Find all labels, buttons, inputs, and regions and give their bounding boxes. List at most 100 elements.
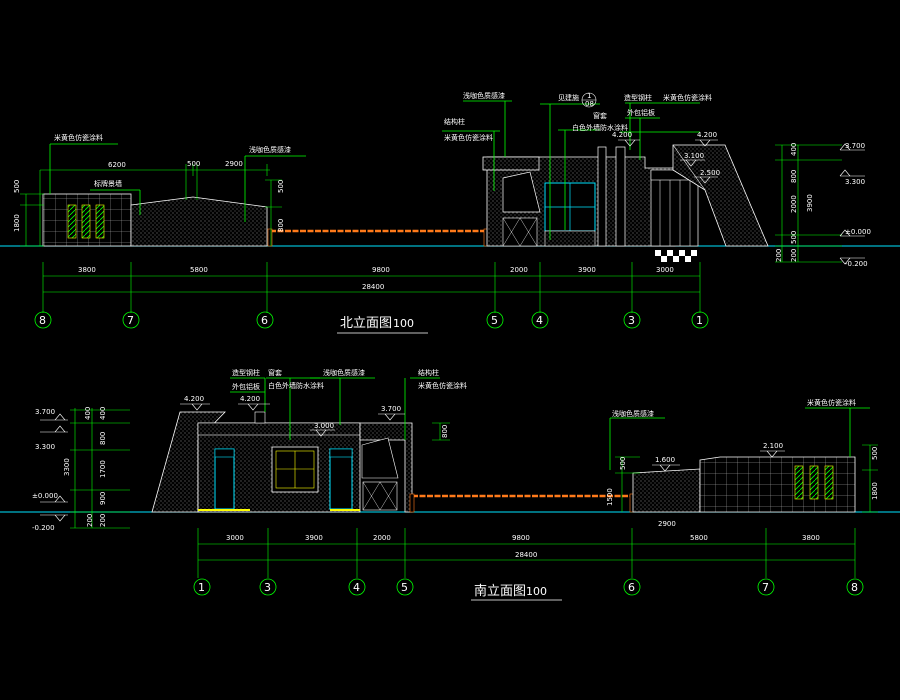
south-label-beige-paint-col: 米黄色仿瓷涂料 bbox=[418, 381, 467, 390]
south-stipple-wall bbox=[632, 468, 701, 513]
south-level-1: 3.700 bbox=[35, 408, 55, 416]
south-ldim-5: 900 bbox=[99, 492, 107, 505]
north-axis-bubbles: 8 7 6 5 4 3 1 bbox=[34, 311, 709, 329]
north-canopy bbox=[482, 156, 540, 171]
north-rdim-6: 200 bbox=[790, 249, 798, 262]
south-leaders bbox=[230, 377, 870, 470]
south-entrance-frame bbox=[361, 437, 399, 479]
north-bdim-3: 9800 bbox=[372, 266, 390, 274]
south-axis-8: 8 bbox=[851, 581, 858, 594]
north-label-beige-paint-col: 米黄色仿瓷涂料 bbox=[444, 133, 493, 142]
south-mdim-3: 1500 bbox=[606, 488, 614, 506]
north-axis-4: 4 bbox=[536, 314, 543, 327]
south-label-light-gray-right: 浅咖色质感漆 bbox=[612, 409, 654, 418]
north-bdim-4: 2000 bbox=[510, 266, 528, 274]
north-dim-left-vert-1: 500 bbox=[13, 180, 21, 193]
north-column-b bbox=[615, 146, 626, 247]
north-bdim-5: 3900 bbox=[578, 266, 596, 274]
north-label-beige-paint-left: 米黄色仿瓷涂料 bbox=[54, 133, 103, 142]
north-elevation-markers: 4.200 4.200 3.100 2.500 bbox=[612, 131, 720, 184]
north-column-a bbox=[597, 146, 607, 247]
north-level-1: 3.700 bbox=[845, 142, 865, 150]
south-canopy bbox=[359, 422, 413, 513]
south-elev-3: 3.000 bbox=[314, 422, 334, 430]
north-entrance-frame bbox=[502, 171, 541, 213]
north-top-dim-lines bbox=[39, 164, 270, 246]
north-rdim-total: 3900 bbox=[806, 194, 814, 212]
south-door-right bbox=[329, 448, 353, 510]
north-dim-top-2: 500 bbox=[187, 160, 200, 168]
south-elevation: 造型钢柱 外包铝板 窗套 白色外墙防水涂料 浅咖色质感漆 结构柱 米黄色仿瓷涂料… bbox=[0, 368, 900, 601]
south-elevation-markers bbox=[180, 403, 785, 472]
south-ldim-6: 200 bbox=[99, 514, 107, 527]
south-axis-6: 6 bbox=[628, 581, 635, 594]
south-ldim-total: 3300 bbox=[63, 458, 71, 476]
north-level-4: -0.200 bbox=[845, 260, 868, 268]
south-axis-bubbles: 1 3 4 5 6 7 8 bbox=[193, 578, 864, 596]
north-bdim-1: 3800 bbox=[78, 266, 96, 274]
north-label-light-gray-right: 浅咖色质感漆 bbox=[463, 91, 505, 100]
south-bdim-6: 5800 bbox=[690, 534, 708, 542]
south-bdim-7: 3800 bbox=[802, 534, 820, 542]
south-sign-panels bbox=[794, 465, 834, 500]
north-elev-1: 4.200 bbox=[612, 131, 632, 139]
north-label-window: 窗套 bbox=[593, 111, 607, 120]
south-elev-1: 4.200 bbox=[184, 395, 204, 403]
south-label-steel-col: 造型钢柱 bbox=[232, 368, 260, 377]
south-axis-1: 1 bbox=[198, 581, 205, 594]
north-label-steel-col-paint: 米黄色仿瓷涂料 bbox=[663, 93, 712, 102]
north-label-alu-frame: 外包铝板 bbox=[627, 108, 655, 117]
north-label-light-gray-left: 浅咖色质感漆 bbox=[249, 145, 291, 154]
south-left-dim-lines bbox=[70, 408, 130, 529]
south-bdim-2: 3900 bbox=[305, 534, 323, 542]
south-level-2: 3.300 bbox=[35, 443, 55, 451]
north-elev-2: 4.200 bbox=[697, 131, 717, 139]
north-right-dim-lines bbox=[775, 144, 842, 263]
north-leaders bbox=[49, 100, 700, 240]
north-label-structure-col: 结构柱 bbox=[444, 117, 465, 126]
north-bottom-dim-lines bbox=[42, 262, 701, 313]
north-bdim-2: 5800 bbox=[190, 266, 208, 274]
south-axis-5: 5 bbox=[401, 581, 408, 594]
north-bdim-6: 3000 bbox=[656, 266, 674, 274]
north-dim-left-vert-2: 1800 bbox=[13, 214, 21, 232]
north-entrance-rail bbox=[502, 217, 538, 247]
south-label-structure-col: 结构柱 bbox=[418, 368, 439, 377]
south-elev-6: 2.100 bbox=[763, 442, 783, 450]
south-ldim-7: 200 bbox=[86, 514, 94, 527]
north-checker-base bbox=[655, 250, 697, 262]
south-label-light-gray: 浅咖色质感漆 bbox=[323, 368, 365, 377]
south-axis-3: 3 bbox=[264, 581, 271, 594]
south-level-4: -0.200 bbox=[32, 524, 55, 532]
south-ldim-3: 800 bbox=[99, 432, 107, 445]
south-bdim-5: 2900 bbox=[658, 520, 676, 528]
north-label-sign-wall: 标牌景墙 bbox=[94, 179, 122, 188]
north-axis-3: 3 bbox=[628, 314, 635, 327]
north-axis-1: 1 bbox=[696, 314, 703, 327]
north-rdim-1: 400 bbox=[790, 143, 798, 156]
north-rdim-2: 800 bbox=[790, 170, 798, 183]
south-door-left bbox=[214, 448, 235, 510]
north-rdim-5: 500 bbox=[790, 231, 798, 244]
south-bdim-total: 28400 bbox=[515, 551, 537, 559]
south-axis-7: 7 bbox=[762, 581, 769, 594]
south-bottom-dim-lines bbox=[197, 528, 856, 578]
south-label-white-paint: 白色外墙防水涂料 bbox=[268, 381, 324, 390]
north-dim-mid-vert-2: 800 bbox=[277, 219, 285, 232]
north-bdim-total: 28400 bbox=[362, 283, 384, 291]
south-level-3: ±0.000 bbox=[32, 492, 58, 500]
south-ldim-1: 400 bbox=[84, 407, 92, 420]
north-dim-top-1: 6200 bbox=[108, 161, 126, 169]
south-elev-2: 4.200 bbox=[240, 395, 260, 403]
north-axis-5: 5 bbox=[491, 314, 498, 327]
north-detail-ref-bottom: 08 bbox=[585, 100, 594, 108]
south-rdim-2: 1800 bbox=[871, 482, 879, 500]
north-elevation: 米黄色仿瓷涂料 标牌景墙 浅咖色质感漆 浅咖色质感漆 结构柱 米黄色仿瓷涂料 见… bbox=[0, 91, 900, 334]
north-rdim-4: 2000 bbox=[790, 195, 798, 213]
north-title: 北立面图 bbox=[340, 316, 392, 331]
south-mdim-1: 800 bbox=[441, 425, 449, 438]
south-ldim-2: 400 bbox=[99, 407, 107, 420]
south-entrance-rail bbox=[362, 481, 398, 511]
south-axis-4: 4 bbox=[353, 581, 360, 594]
